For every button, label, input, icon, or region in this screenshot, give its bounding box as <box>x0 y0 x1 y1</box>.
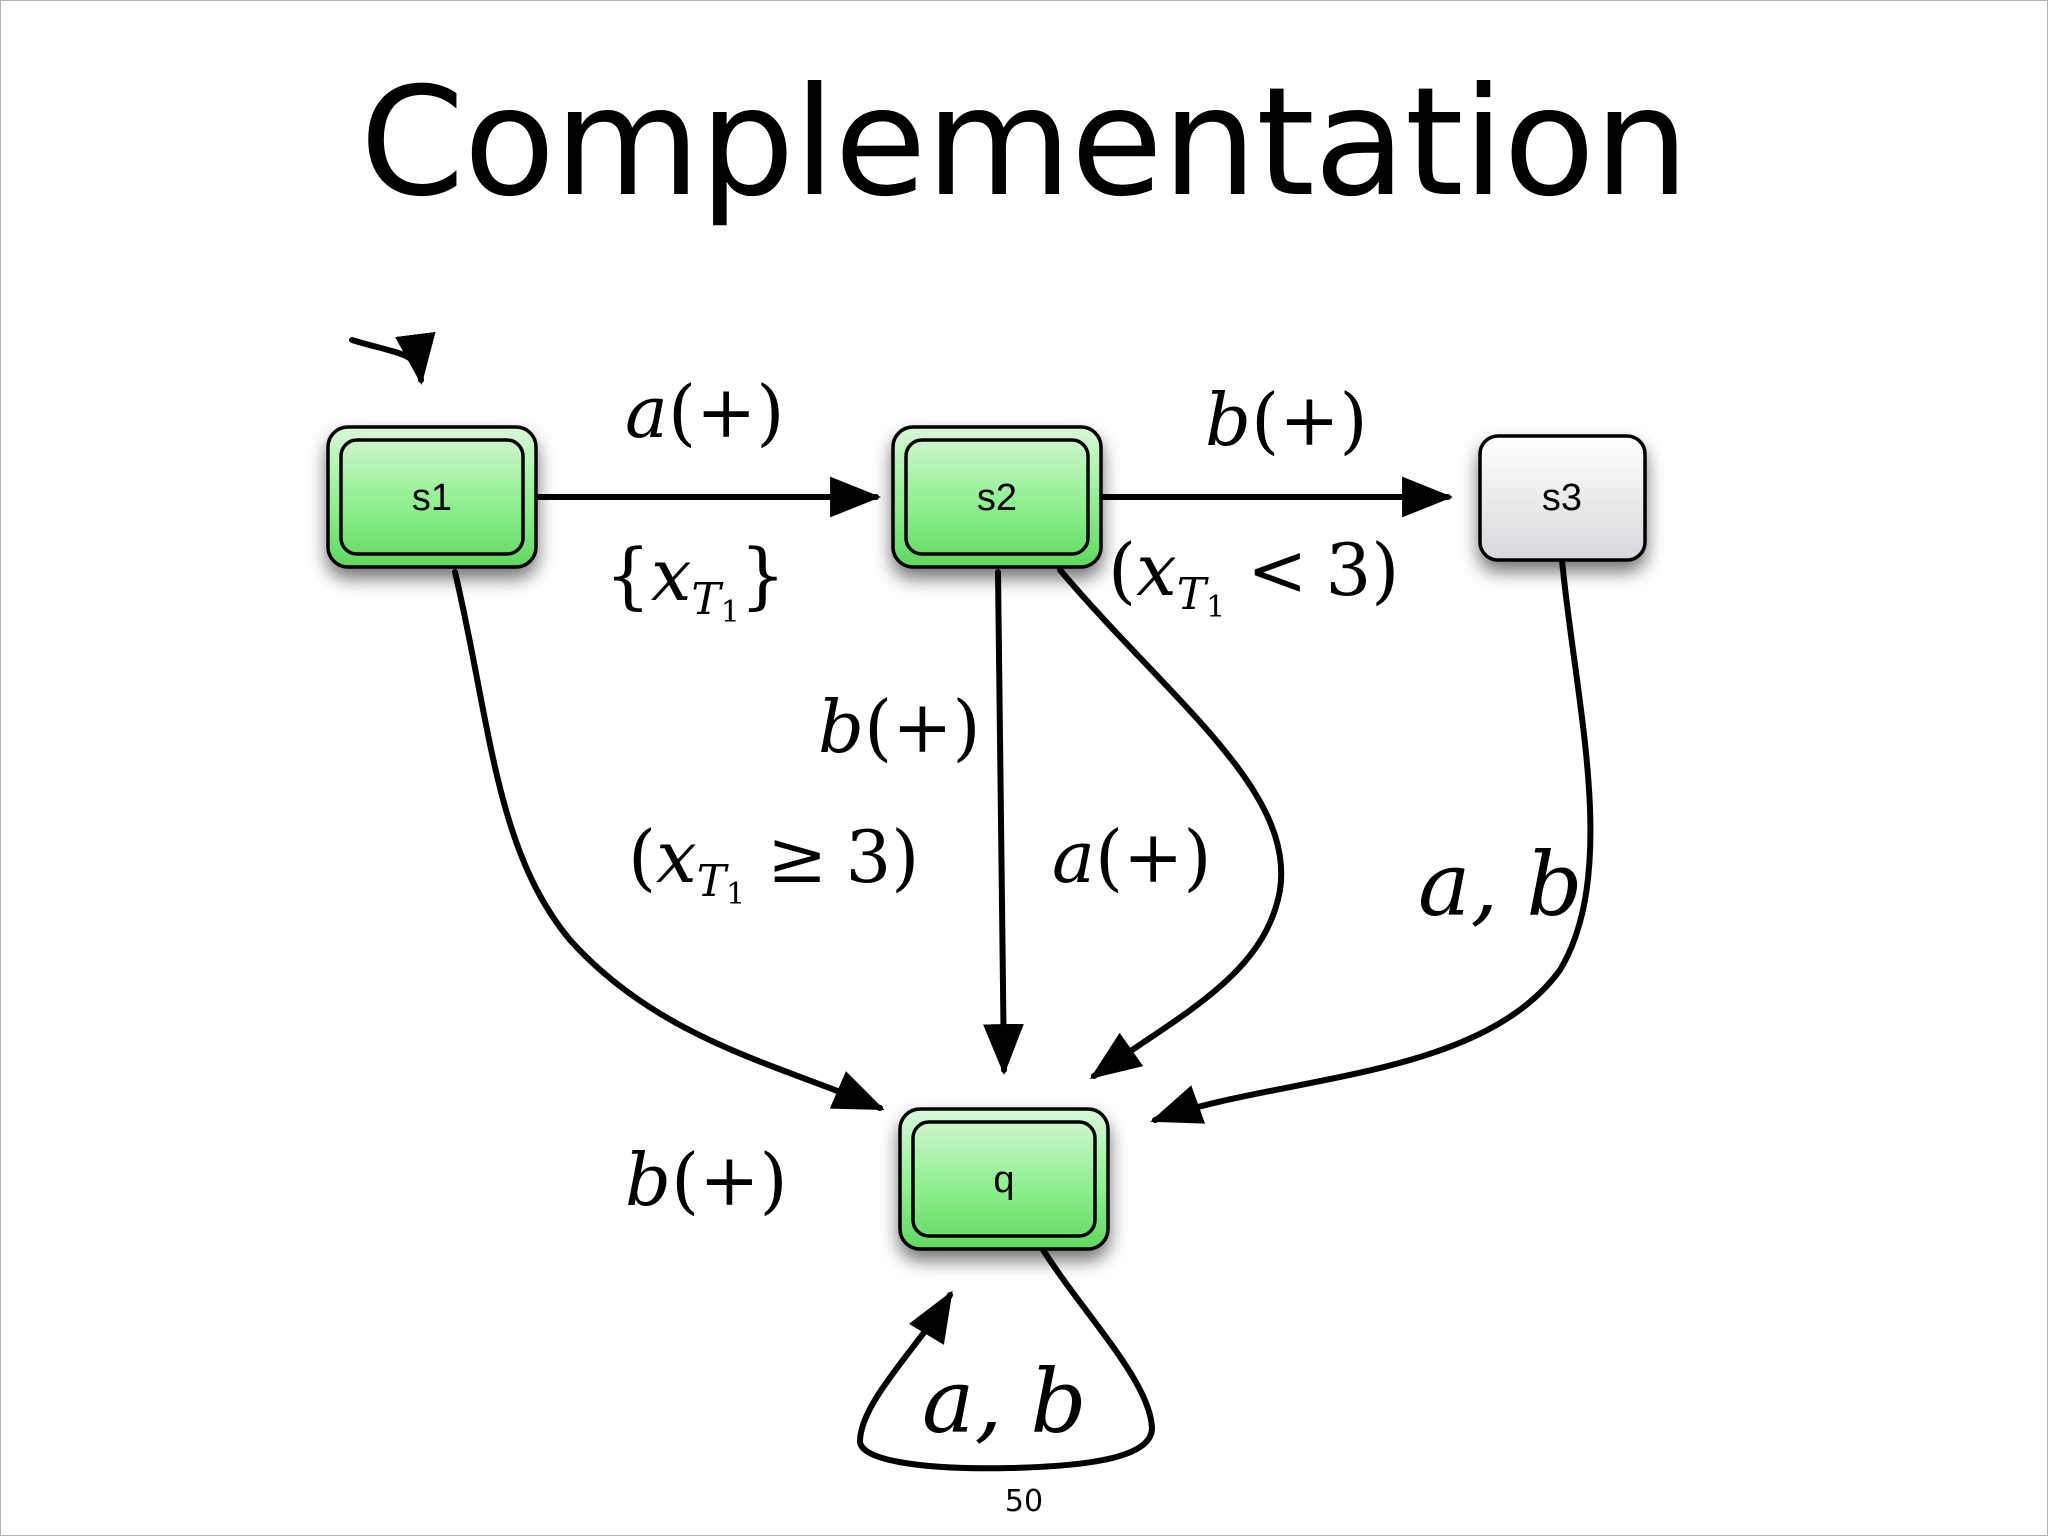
state-q[interactable] <box>898 1107 1110 1251</box>
label-s1-q-action: b(+) <box>625 1138 788 1222</box>
label-s2-q-b-guard: (xT1≥3) <box>628 815 919 912</box>
edge-s2-q-a <box>1057 567 1285 1079</box>
label-s2-s3-guard: (xT1<3) <box>1108 528 1399 625</box>
state-s3-label: s3 <box>1542 477 1582 519</box>
edge-s1-q <box>452 569 885 1111</box>
label-s2-q-b-action: b(+) <box>818 685 981 769</box>
edge-s3-q <box>1150 557 1594 1124</box>
label-q-self-loop: a, b <box>922 1350 1087 1453</box>
state-s2-label: s2 <box>977 477 1017 519</box>
slide-title: Complementation <box>359 56 1689 230</box>
state-s2[interactable] <box>891 425 1103 569</box>
label-s1-s2-reset: {xT1} <box>605 533 786 630</box>
initial-arrow <box>349 331 436 386</box>
edge-q-self-loop <box>857 1242 1156 1472</box>
state-q-label: q <box>993 1159 1014 1201</box>
state-s1-label: s1 <box>412 477 452 519</box>
label-s3-q: a, b <box>1418 833 1583 936</box>
label-s2-s3-action: b(+) <box>1205 378 1368 462</box>
state-s3[interactable] <box>1478 434 1647 562</box>
label-s1-s2-action: a(+) <box>625 370 784 454</box>
label-s2-q-a-action: a(+) <box>1052 815 1211 899</box>
page-number: 50 <box>1004 1484 1044 1519</box>
edge-s2-q-b <box>983 569 1024 1076</box>
state-s1[interactable] <box>326 425 538 569</box>
